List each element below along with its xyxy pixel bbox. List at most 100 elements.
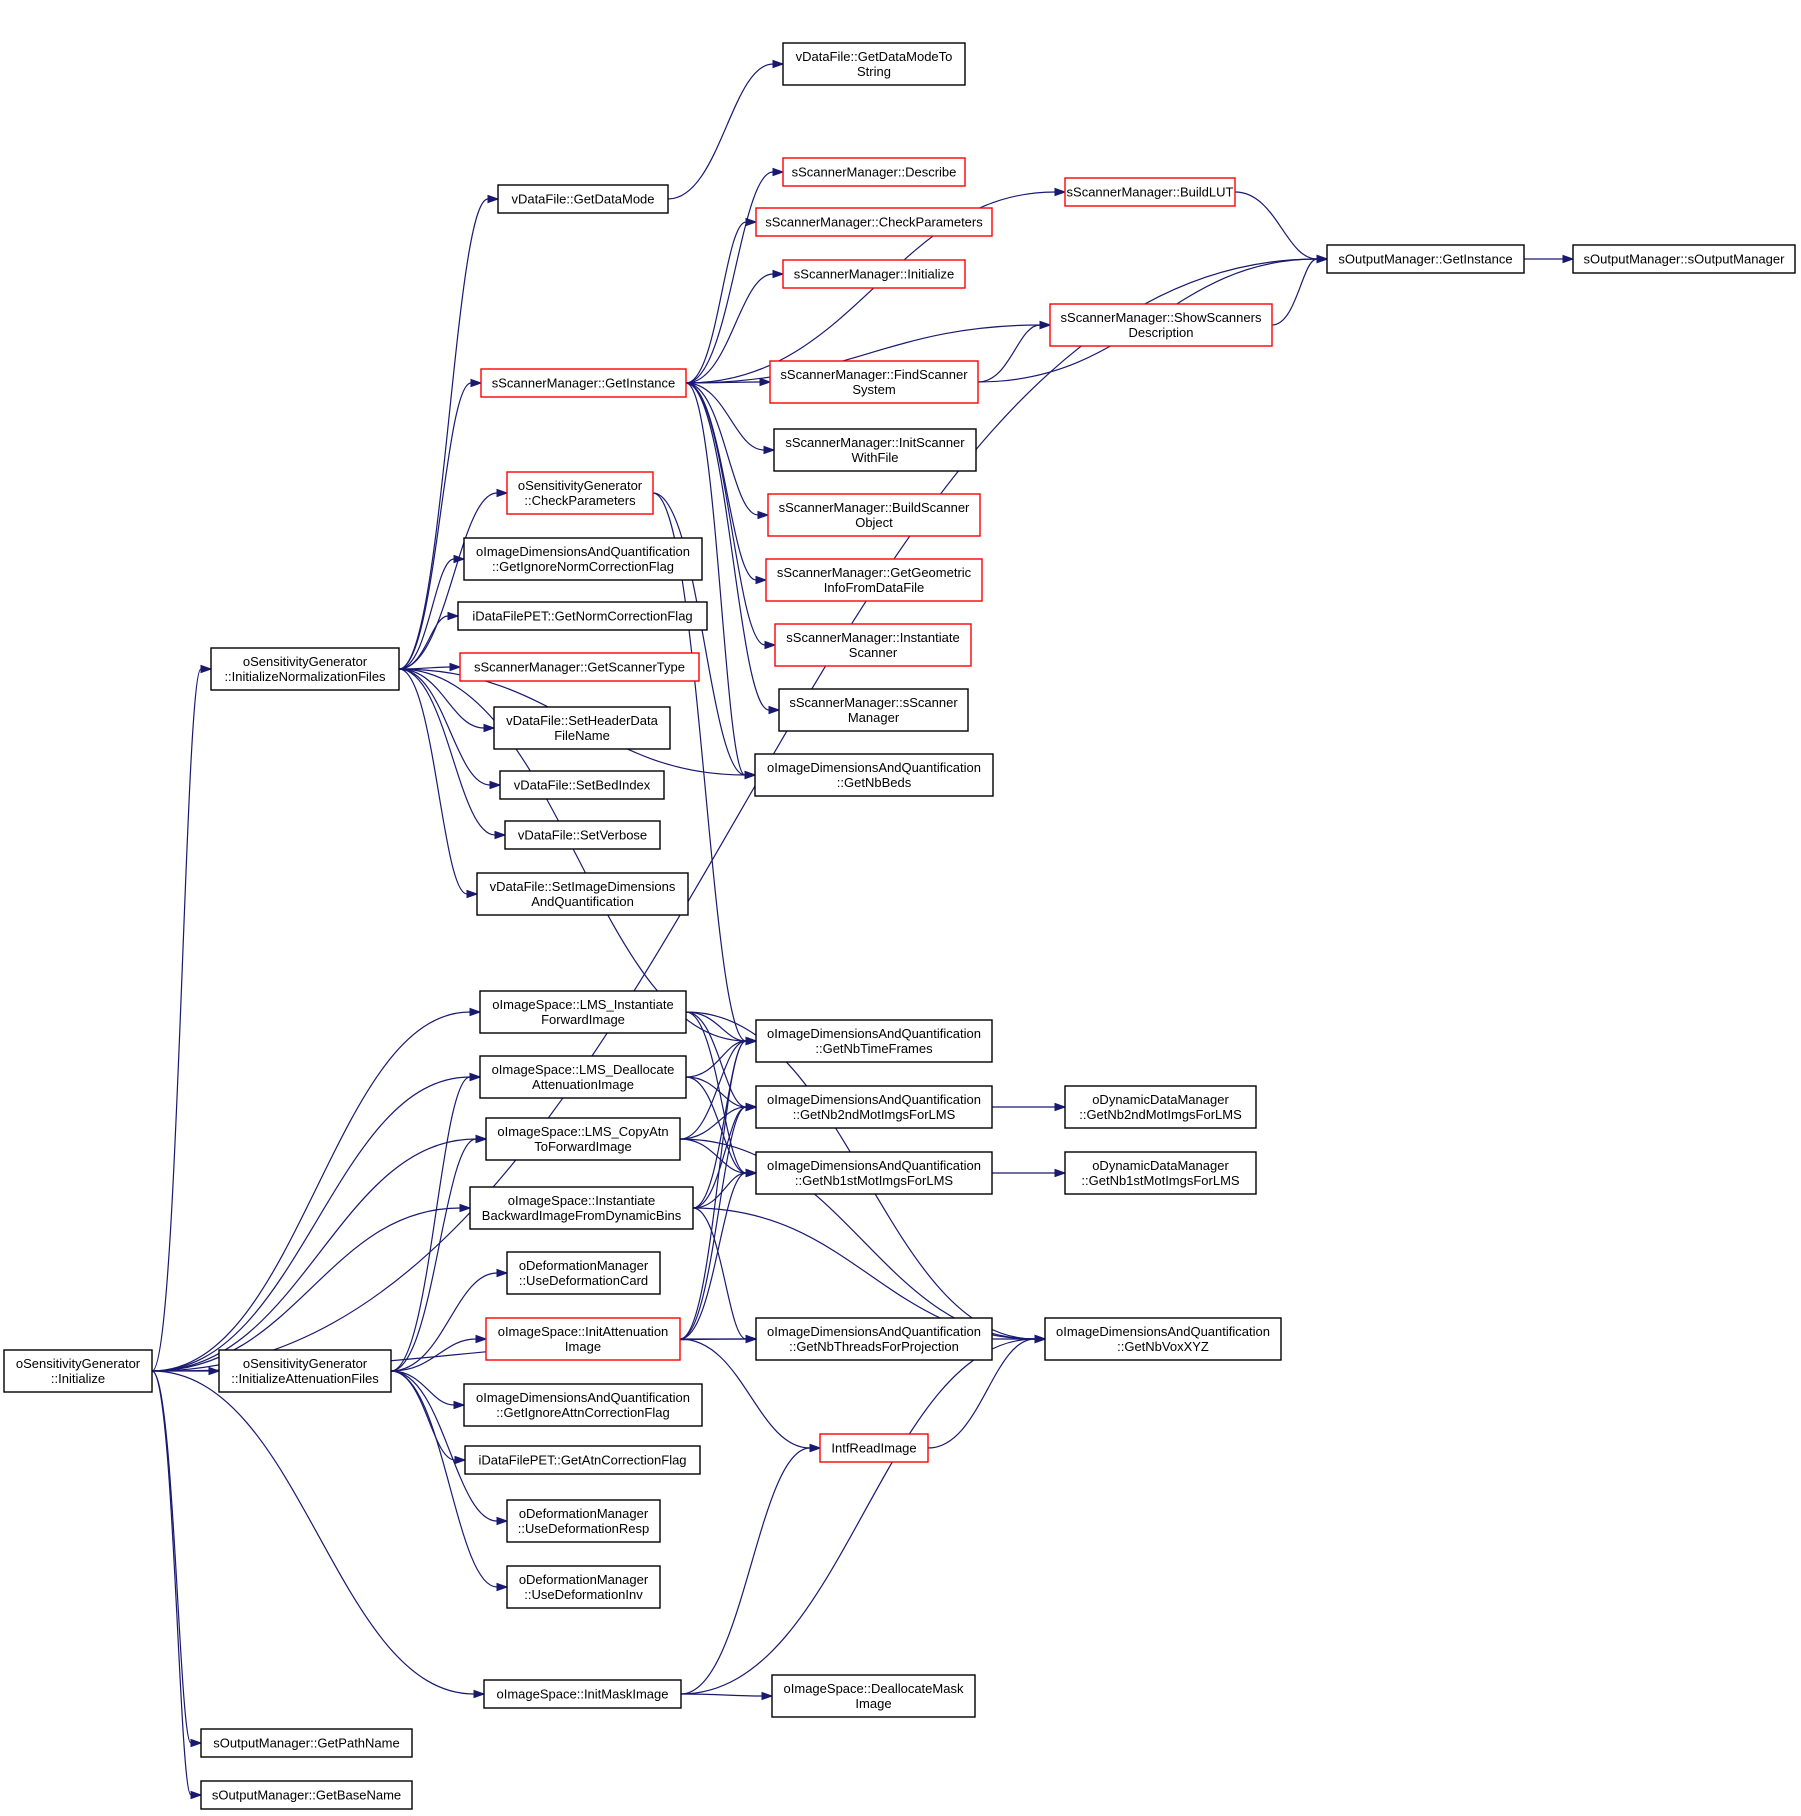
node-get-path-name[interactable]: sOutputManager::GetPathName bbox=[200, 1728, 413, 1758]
node-get-data-mode[interactable]: vDataFile::GetDataMode bbox=[497, 184, 669, 214]
node-label: Object bbox=[855, 515, 893, 530]
node-init-mask-img[interactable]: oImageSpace::InitMaskImage bbox=[483, 1679, 682, 1709]
node-get-nb-threads[interactable]: oImageDimensionsAndQuantification::GetNb… bbox=[755, 1317, 993, 1361]
node-describe[interactable]: sScannerManager::Describe bbox=[782, 157, 966, 187]
node-label: ::GetNb2ndMotImgsForLMS bbox=[793, 1107, 956, 1122]
node-box bbox=[479, 1055, 687, 1099]
node-sm-get-instance[interactable]: sScannerManager::GetInstance bbox=[480, 368, 687, 398]
node-box bbox=[755, 1151, 993, 1195]
node-label: vDataFile::GetDataModeTo bbox=[796, 49, 953, 64]
node-get-nb-vox-xyz[interactable]: oImageDimensionsAndQuantification::GetNb… bbox=[1044, 1317, 1282, 1361]
node-box bbox=[218, 1349, 392, 1393]
node-get-ignore-attn[interactable]: oImageDimensionsAndQuantification::GetIg… bbox=[463, 1383, 703, 1427]
node-dyn1st[interactable]: oDynamicDataManager::GetNb1stMotImgsForL… bbox=[1064, 1151, 1257, 1195]
node-box bbox=[1572, 244, 1796, 274]
node-out-get-instance[interactable]: sOutputManager::GetInstance bbox=[1326, 244, 1525, 274]
node-box bbox=[765, 558, 983, 602]
arrowhead-icon bbox=[745, 1102, 758, 1112]
arrowhead-icon bbox=[745, 1036, 758, 1046]
edge-init-att-img-to-get-nb-time-frames bbox=[679, 1036, 758, 1340]
node-label: ::GetNb1stMotImgsForLMS bbox=[1081, 1173, 1240, 1188]
node-label: ::GetNbTimeFrames bbox=[815, 1041, 933, 1056]
node-initialize-sm[interactable]: sScannerManager::Initialize bbox=[782, 259, 966, 289]
edge-lms-copy-atn-to-get-nb-time-frames bbox=[679, 1036, 758, 1140]
edge-init-norm-to-get-norm-flag bbox=[398, 611, 460, 670]
node-label: sScannerManager::sScanner bbox=[789, 695, 958, 710]
edge-init-att-to-use-def-card bbox=[390, 1268, 509, 1372]
node-use-def-inv[interactable]: oDeformationManager::UseDeformationInv bbox=[506, 1565, 661, 1609]
node-label: vDataFile::SetImageDimensions bbox=[490, 879, 676, 894]
node-box bbox=[200, 1780, 413, 1810]
arrowhead-icon bbox=[809, 1443, 822, 1453]
edge-line bbox=[398, 198, 489, 670]
edge-init-att-to-use-def-resp bbox=[390, 1370, 509, 1526]
node-get-ignore-norm[interactable]: oImageDimensionsAndQuantification::GetIg… bbox=[463, 537, 703, 581]
arrowhead-icon bbox=[459, 1203, 472, 1213]
node-init-norm[interactable]: oSensitivityGenerator::InitializeNormali… bbox=[210, 647, 400, 691]
node-get-atn-flag[interactable]: iDataFilePET::GetAtnCorrectionFlag bbox=[464, 1445, 701, 1475]
node-get-geom-info[interactable]: sScannerManager::GetGeometricInfoFromDat… bbox=[765, 558, 983, 602]
node-intf-read-image[interactable]: IntfReadImage bbox=[819, 1433, 929, 1463]
node-get-scanner-type[interactable]: sScannerManager::GetScannerType bbox=[459, 652, 700, 682]
edge-line bbox=[151, 1138, 477, 1372]
node-get-nb2nd[interactable]: oImageDimensionsAndQuantification::GetNb… bbox=[755, 1085, 993, 1129]
node-label: ::UseDeformationCard bbox=[519, 1273, 648, 1288]
arrowhead-icon bbox=[768, 705, 781, 715]
node-set-image-dims[interactable]: vDataFile::SetImageDimensionsAndQuantifi… bbox=[476, 872, 689, 916]
node-dyn2nd[interactable]: oDynamicDataManager::GetNb2ndMotImgsForL… bbox=[1064, 1085, 1257, 1129]
edge-line bbox=[667, 63, 774, 200]
node-box bbox=[767, 493, 981, 537]
edge-line bbox=[398, 668, 485, 729]
node-box bbox=[782, 157, 966, 187]
node-get-norm-flag[interactable]: iDataFilePET::GetNormCorrectionFlag bbox=[457, 601, 708, 631]
node-label: iDataFilePET::GetNormCorrectionFlag bbox=[472, 609, 692, 624]
node-label: oDeformationManager bbox=[519, 1506, 649, 1521]
node-label: vDataFile::SetBedIndex bbox=[514, 778, 651, 793]
node-box bbox=[506, 471, 654, 515]
node-label: oImageSpace::LMS_CopyAtn bbox=[497, 1124, 668, 1139]
node-init-att[interactable]: oSensitivityGenerator::InitializeAttenua… bbox=[218, 1349, 392, 1393]
node-label: ::GetIgnoreAttnCorrectionFlag bbox=[496, 1405, 669, 1420]
node-set-verbose[interactable]: vDataFile::SetVerbose bbox=[504, 820, 661, 850]
node-sm-ctor[interactable]: sScannerManager::sScannerManager bbox=[778, 688, 969, 732]
node-box bbox=[469, 1186, 694, 1230]
arrowhead-icon bbox=[745, 217, 758, 227]
node-get-nb-time-frames[interactable]: oImageDimensionsAndQuantification::GetNb… bbox=[755, 1019, 993, 1063]
arrowhead-icon bbox=[1034, 1334, 1047, 1344]
node-use-def-resp[interactable]: oDeformationManager::UseDeformationResp bbox=[506, 1499, 661, 1543]
node-lms-dealloc-att[interactable]: oImageSpace::LMS_DeallocateAttenuationIm… bbox=[479, 1055, 687, 1099]
edge-init-norm-to-set-image-dims bbox=[398, 668, 479, 899]
arrowhead-icon bbox=[496, 488, 509, 498]
edge-build-lut-to-out-get-instance bbox=[1234, 191, 1329, 264]
node-get-nb-beds[interactable]: oImageDimensionsAndQuantification::GetNb… bbox=[754, 753, 994, 797]
node-label: sScannerManager::GetInstance bbox=[492, 376, 676, 391]
node-box bbox=[754, 753, 994, 797]
node-check-params-sg[interactable]: oSensitivityGenerator::CheckParameters bbox=[506, 471, 654, 515]
edge-line bbox=[680, 1447, 811, 1695]
node-label: sScannerManager::Initialize bbox=[794, 267, 954, 282]
node-get-nb1st[interactable]: oImageDimensionsAndQuantification::GetNb… bbox=[755, 1151, 993, 1195]
node-box bbox=[480, 368, 687, 398]
node-set-bed-index[interactable]: vDataFile::SetBedIndex bbox=[499, 770, 665, 800]
node-out-ctor[interactable]: sOutputManager::sOutputManager bbox=[1572, 244, 1796, 274]
function-nodes: oSensitivityGenerator::Initialize oSensit… bbox=[3, 42, 1796, 1810]
node-get-base-name[interactable]: sOutputManager::GetBaseName bbox=[200, 1780, 413, 1810]
node-use-def-card[interactable]: oDeformationManager::UseDeformationCard bbox=[506, 1251, 661, 1295]
node-root[interactable]: oSensitivityGenerator::Initialize bbox=[3, 1349, 153, 1393]
node-build-lut[interactable]: sScannerManager::BuildLUT bbox=[1064, 177, 1236, 207]
node-inst-bwd[interactable]: oImageSpace::InstantiateBackwardImageFro… bbox=[469, 1186, 694, 1230]
node-label: oSensitivityGenerator bbox=[243, 1356, 368, 1371]
node-check-params-sm[interactable]: sScannerManager::CheckParameters bbox=[755, 207, 993, 237]
arrowhead-icon bbox=[453, 554, 466, 564]
